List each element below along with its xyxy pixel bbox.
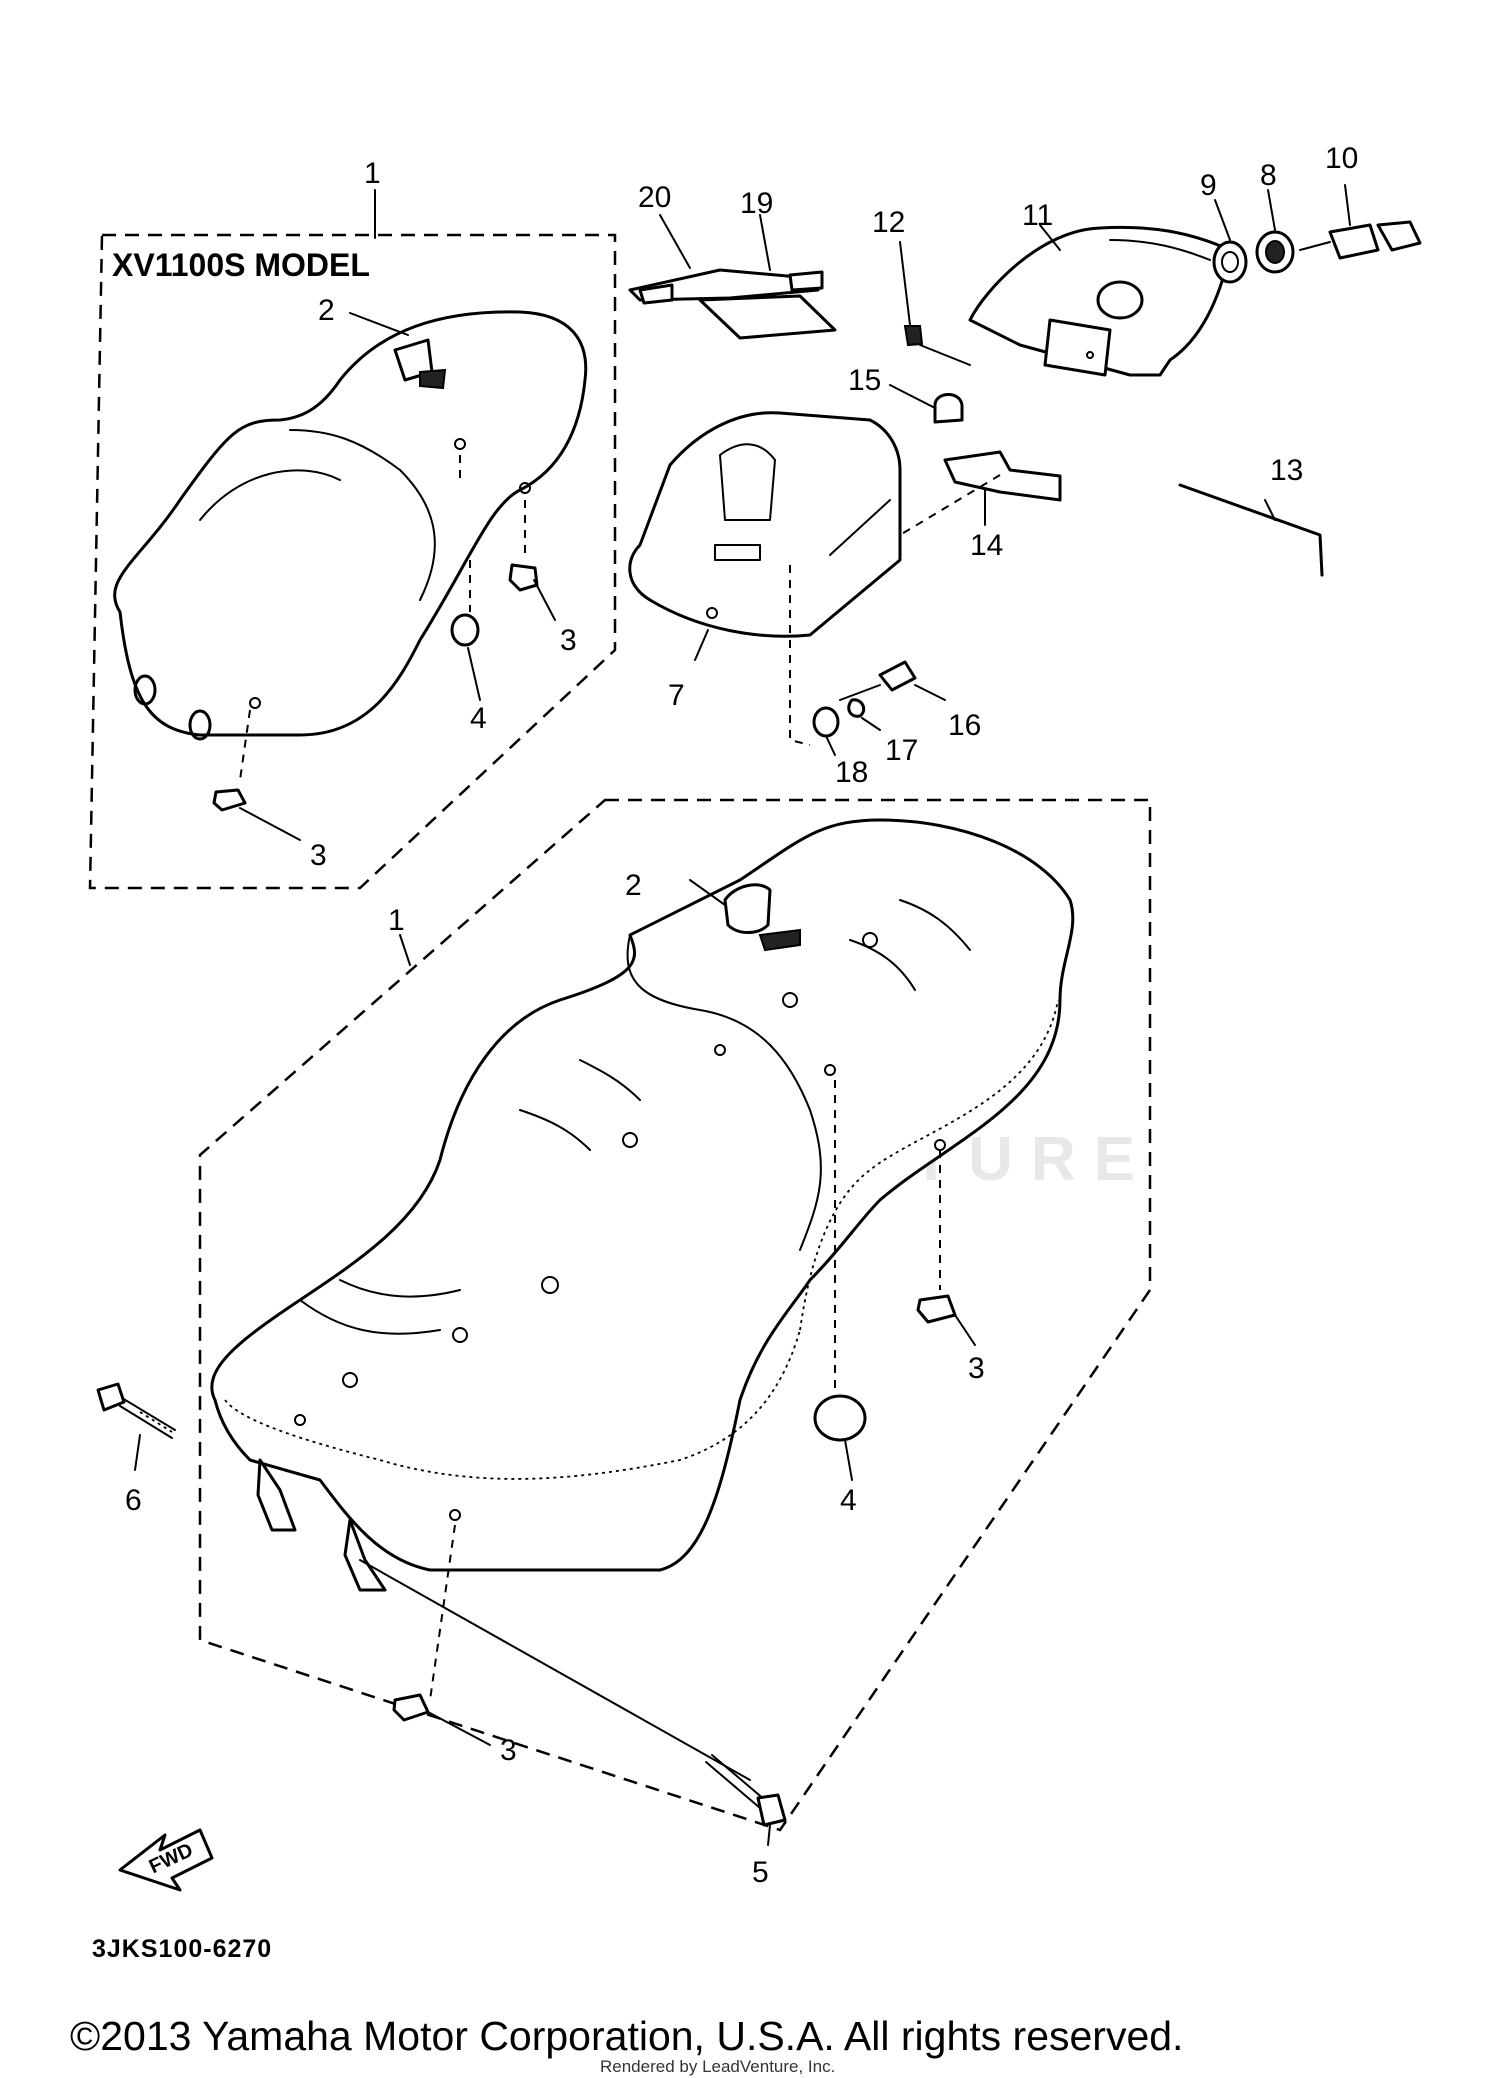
callout-12: 12 [872,206,905,239]
main-seat-box [198,798,1152,1832]
callout-16: 16 [948,709,981,742]
callout-4-small-seat: 4 [470,702,487,735]
callout-6: 6 [125,1484,142,1517]
washer-part [847,698,866,718]
callout-8: 8 [1260,159,1277,192]
screw-part [839,660,917,701]
callout-15: 15 [848,364,881,397]
lock-ring-part [1255,230,1295,274]
callout-4-main: 4 [840,1484,857,1517]
callout-14: 14 [970,529,1003,562]
clip-part [903,325,924,347]
callout-9: 9 [1200,169,1217,202]
callout-3-main-right: 3 [968,1352,985,1385]
callout-13: 13 [1270,454,1303,487]
cap-nut-part [933,393,964,424]
model-label: XV1100S MODEL [112,247,370,283]
xv1100s-model-box [88,233,617,890]
nut-part [812,706,840,738]
bracket-part [943,450,1062,502]
storage-case-part [968,225,1232,377]
bolt-5-part [705,1754,787,1827]
callout-3-small-seat-bottom: 3 [310,839,327,872]
callout-10: 10 [1325,142,1358,175]
part-code: 3JKS100-6270 [92,1935,272,1963]
backrest-housing-part [628,411,902,638]
lock-cylinder-part [1299,220,1422,260]
fwd-arrow-icon: FWD [118,1828,214,1892]
small-seat-assembly [113,310,588,812]
main-seat-bottom-nut-clip [392,1693,430,1722]
callout-5: 5 [752,1856,769,1889]
callout-1-main: 1 [388,904,405,937]
callout-2-main: 2 [625,869,642,902]
callout-20: 20 [638,181,671,214]
callout-19: 19 [740,187,773,220]
strap-part [628,268,837,340]
callout-3-small-seat-right: 3 [560,624,577,657]
main-seat-damper [813,1394,867,1442]
callout-1-top: 1 [364,157,381,190]
rendered-by-credit: Rendered by LeadVenture, Inc. [600,2057,835,2076]
grommet-part [1212,240,1248,284]
callout-18: 18 [835,756,868,789]
callout-7: 7 [668,679,685,712]
callout-17: 17 [885,734,918,767]
callout-3-main-bottom: 3 [500,1734,517,1767]
main-seat-right-nut-clip [916,1294,957,1324]
rod-part [1178,483,1324,577]
bolt-6-part [96,1382,176,1439]
main-seat-assembly [210,818,1075,1592]
callout-2-top: 2 [318,294,335,327]
copyright-notice: ©2013 Yamaha Motor Corporation, U.S.A. A… [70,2013,1183,2059]
callout-11: 11 [1022,199,1053,232]
